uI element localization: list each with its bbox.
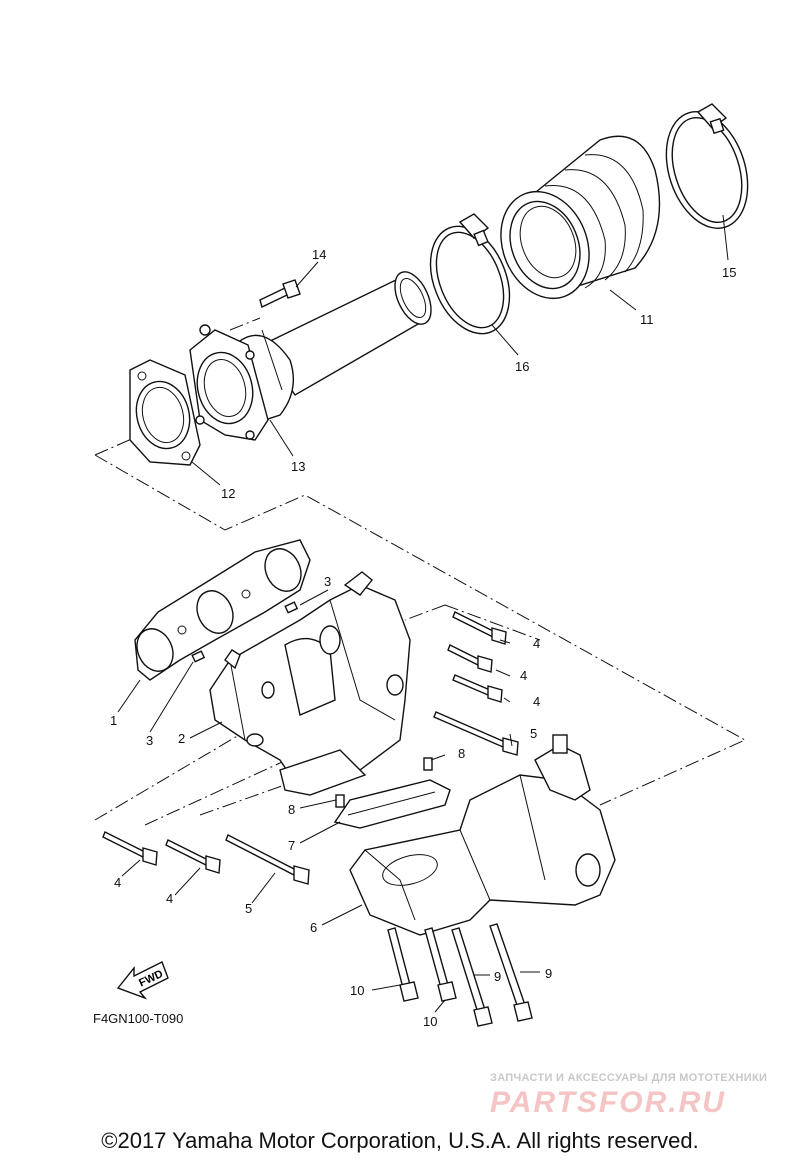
- rubber-joint-hose-11: [500, 135, 661, 300]
- bolt-14: [259, 279, 301, 308]
- watermark-brand: PARTSFOR.RU: [490, 1086, 726, 1119]
- callout-9-left: 9: [494, 969, 501, 984]
- manifold-gasket-1: [134, 539, 311, 681]
- hose-clamp-15: [665, 103, 749, 229]
- callout-10-right: 10: [423, 1014, 437, 1029]
- callout-4-e: 4: [166, 891, 173, 906]
- hose-clamp-16: [429, 213, 511, 335]
- callout-5-upper: 5: [530, 726, 537, 741]
- assembly-guide-lines: [94, 317, 747, 826]
- callout-7: 7: [288, 838, 295, 853]
- gasket-12: [129, 359, 201, 466]
- bolts-4-upper: [447, 611, 507, 703]
- long-bolts-5: [225, 711, 519, 885]
- dowel-pins-3: [191, 601, 299, 663]
- callout-3-lower: 3: [146, 733, 153, 748]
- callout-8-upper: 8: [458, 746, 465, 761]
- callout-leaders: [117, 214, 729, 1013]
- callout-4-c: 4: [533, 694, 540, 709]
- callout-1: 1: [110, 713, 117, 728]
- bolts-9-10: [387, 923, 533, 1027]
- bolts-4-lower: [102, 831, 221, 874]
- callout-6: 6: [310, 920, 317, 935]
- callout-3-upper: 3: [324, 574, 331, 589]
- copyright-footer: ©2017 Yamaha Motor Corporation, U.S.A. A…: [101, 1128, 698, 1153]
- gasket-7: [333, 779, 451, 829]
- callout-12: 12: [221, 486, 235, 501]
- watermark-tagline: ЗАПЧАСТИ И АКСЕССУАРЫ ДЛЯ МОТОТЕХНИКИ: [490, 1072, 767, 1084]
- callout-8-lower: 8: [288, 802, 295, 817]
- callout-13: 13: [291, 459, 305, 474]
- callout-11: 11: [640, 312, 654, 327]
- callout-15: 15: [722, 265, 736, 280]
- callout-9-right: 9: [545, 966, 552, 981]
- diagram-code: F4GN100-T090: [93, 1011, 183, 1026]
- callout-5-lower: 5: [245, 901, 252, 916]
- exhaust-manifold-2: [209, 571, 411, 796]
- callout-10-left: 10: [350, 983, 364, 998]
- fwd-arrow-icon: FWD: [116, 961, 169, 1000]
- exhaust-pipe-13: [189, 271, 432, 441]
- dowel-pins-8: [335, 757, 433, 808]
- callout-16: 16: [515, 359, 529, 374]
- exhaust-chamber-6: [349, 734, 616, 936]
- callout-4-b: 4: [520, 668, 527, 683]
- callout-4-a: 4: [533, 636, 540, 651]
- callout-2: 2: [178, 731, 185, 746]
- callout-14: 14: [312, 247, 326, 262]
- callout-numbers: 14 15 11 16 13 12 3 3 1 2 4 4 4 5 8 8 7 …: [110, 247, 736, 1029]
- callout-4-d: 4: [114, 875, 121, 890]
